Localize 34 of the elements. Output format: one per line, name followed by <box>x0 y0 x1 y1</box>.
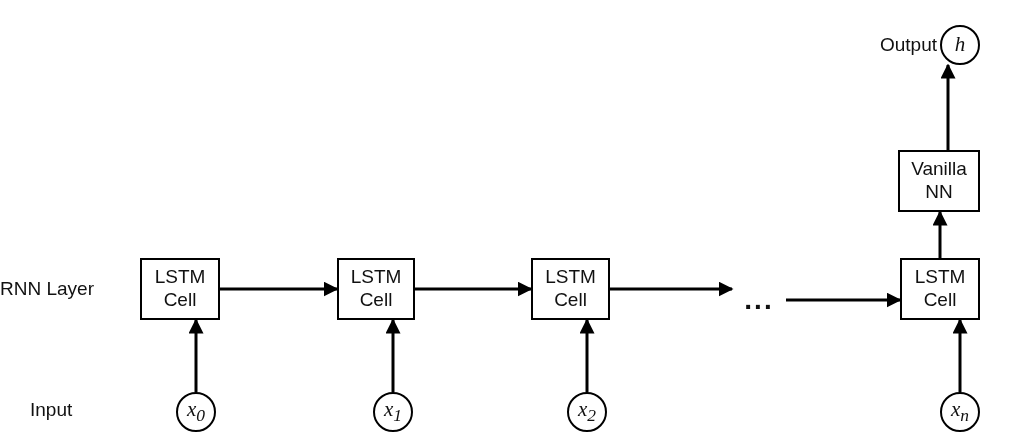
cell-box <box>898 150 980 212</box>
arrow <box>786 292 902 308</box>
arrow <box>610 281 734 297</box>
node-label: h <box>954 32 966 58</box>
node-label: LSTM Cell <box>913 266 967 312</box>
arrow <box>415 281 533 297</box>
arrow <box>940 63 956 150</box>
variable-circle <box>940 392 980 432</box>
node-label: LSTM Cell <box>153 266 207 312</box>
cell-box <box>337 258 415 320</box>
node-label: x$_{2}$ <box>577 397 597 427</box>
cell-box <box>531 258 610 320</box>
row-label: RNN Layer <box>0 278 94 300</box>
arrow <box>220 281 339 297</box>
node-label: LSTM Cell <box>349 266 403 312</box>
row-label: Output <box>878 34 937 56</box>
node-label: x$_{1}$ <box>383 397 403 427</box>
arrow <box>952 318 968 392</box>
node-label: LSTM Cell <box>544 266 597 312</box>
cell-box <box>140 258 220 320</box>
arrow <box>579 318 595 392</box>
node-label: x$_{0}$ <box>186 397 206 427</box>
arrow <box>932 210 948 258</box>
cell-box <box>900 258 980 320</box>
arrow <box>188 318 204 392</box>
variable-circle <box>373 392 413 432</box>
variable-circle <box>176 392 216 432</box>
node-label: Vanilla NN <box>910 158 968 204</box>
row-label: Input <box>30 399 73 421</box>
node-label: x$_{n}$ <box>950 397 970 427</box>
arrow <box>385 318 401 392</box>
ellipsis-text: ... <box>732 280 786 320</box>
variable-circle <box>567 392 607 432</box>
variable-circle <box>940 25 980 65</box>
